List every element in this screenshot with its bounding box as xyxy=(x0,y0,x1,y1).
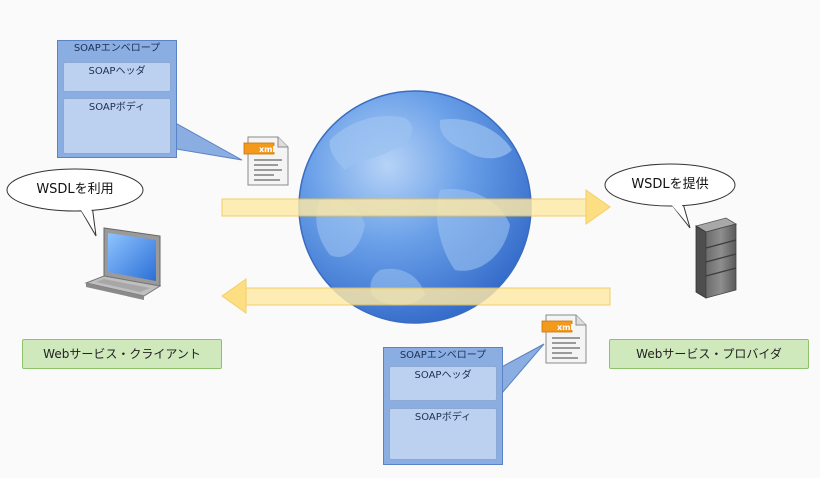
soap-header: SOAPヘッダ xyxy=(63,62,171,92)
provider-bubble-text: WSDLを提供 xyxy=(631,177,709,192)
soap-body: SOAPボディ xyxy=(63,98,171,154)
request-arrow xyxy=(221,189,611,225)
laptop-icon xyxy=(84,227,162,300)
soap-envelope-title: SOAPエンベロープ xyxy=(399,350,487,361)
soap-envelope-title: SOAPエンベロープ xyxy=(73,43,161,54)
client-bubble-text: WSDLを利用 xyxy=(36,182,114,197)
client-speech-bubble xyxy=(6,168,144,237)
client-role-label: Webサービス・クライアント xyxy=(22,339,222,369)
xml-file-icon-response xyxy=(541,314,587,364)
soap-envelope-response: SOAPエンベロープ SOAPヘッダ SOAPボディ xyxy=(383,347,503,465)
soap-envelope-request: SOAPエンベロープ SOAPヘッダ SOAPボディ xyxy=(57,40,177,158)
soap-header: SOAPヘッダ xyxy=(389,366,497,401)
server-icon xyxy=(694,217,738,299)
provider-role-label: Webサービス・プロバイダ xyxy=(609,339,809,369)
xml-tag-label-request: xml xyxy=(259,145,275,154)
provider-speech-bubble xyxy=(604,163,736,229)
envelope-request-callout-tail xyxy=(169,119,243,161)
xml-tag-label-response: xml xyxy=(557,323,573,332)
response-arrow xyxy=(221,278,611,314)
envelope-response-callout-tail xyxy=(495,343,545,402)
xml-file-icon-request xyxy=(243,136,289,186)
soap-body: SOAPボディ xyxy=(389,408,497,460)
